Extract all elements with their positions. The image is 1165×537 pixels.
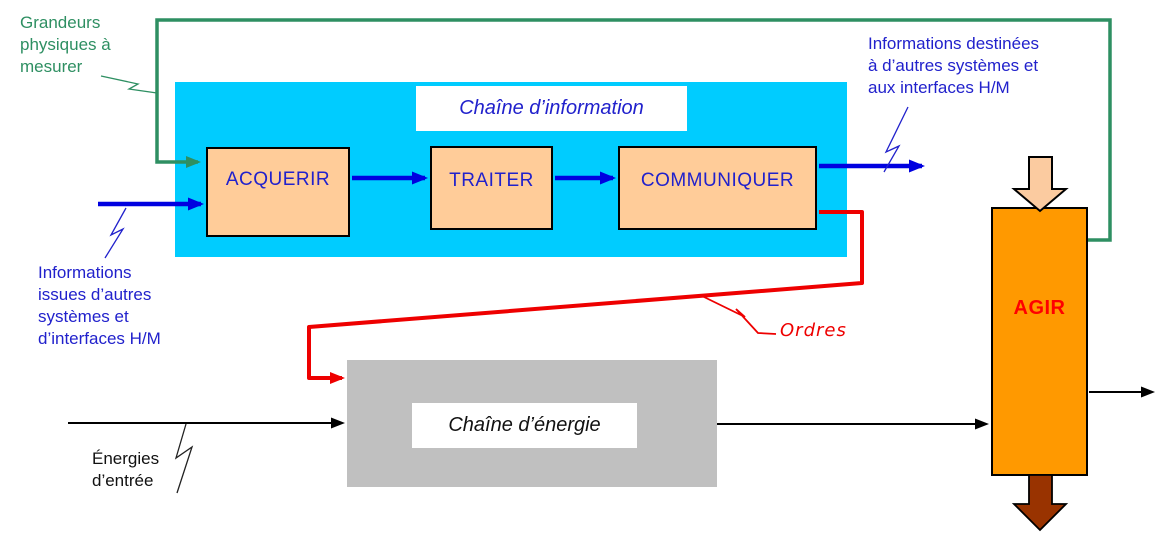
zigzag-info-out-pointer xyxy=(883,106,909,173)
label-informations-issues: Informations issues d’autres systèmes et… xyxy=(38,263,161,348)
zigzag-info-in-pointer xyxy=(104,207,127,259)
info-chain-title: Chaîne d’information xyxy=(416,86,687,131)
block-communiquer: COMMUNIQUER xyxy=(618,146,817,230)
energy-chain-title-text: Chaîne d’énergie xyxy=(448,414,601,436)
info-chain-title-text: Chaîne d’information xyxy=(459,97,644,119)
zigzag-grandeurs-pointer xyxy=(100,75,158,94)
label-ordres: Ordres xyxy=(780,320,847,341)
block-traiter-label: TRAITER xyxy=(449,170,534,191)
label-energies-entree: Énergies d’entrée xyxy=(92,449,160,490)
block-acquerir: ACQUERIR xyxy=(206,147,350,237)
fat-arrow-out-of-agir xyxy=(1011,474,1069,532)
fat-arrow-into-agir xyxy=(1011,156,1069,213)
label-grandeurs-physiques: Grandeurs physiques à mesurer xyxy=(20,13,111,76)
block-acquerir-label: ACQUERIR xyxy=(225,169,331,190)
block-agir: AGIR xyxy=(991,207,1088,476)
energy-chain-title: Chaîne d’énergie xyxy=(412,403,637,448)
block-traiter: TRAITER xyxy=(430,146,553,230)
zigzag-ordres-pointer xyxy=(701,295,777,335)
block-communiquer-label: COMMUNIQUER xyxy=(640,170,795,191)
block-agir-label: AGIR xyxy=(1013,297,1066,319)
label-informations-destinees: Informations destinées à d’autres systèm… xyxy=(868,34,1040,97)
